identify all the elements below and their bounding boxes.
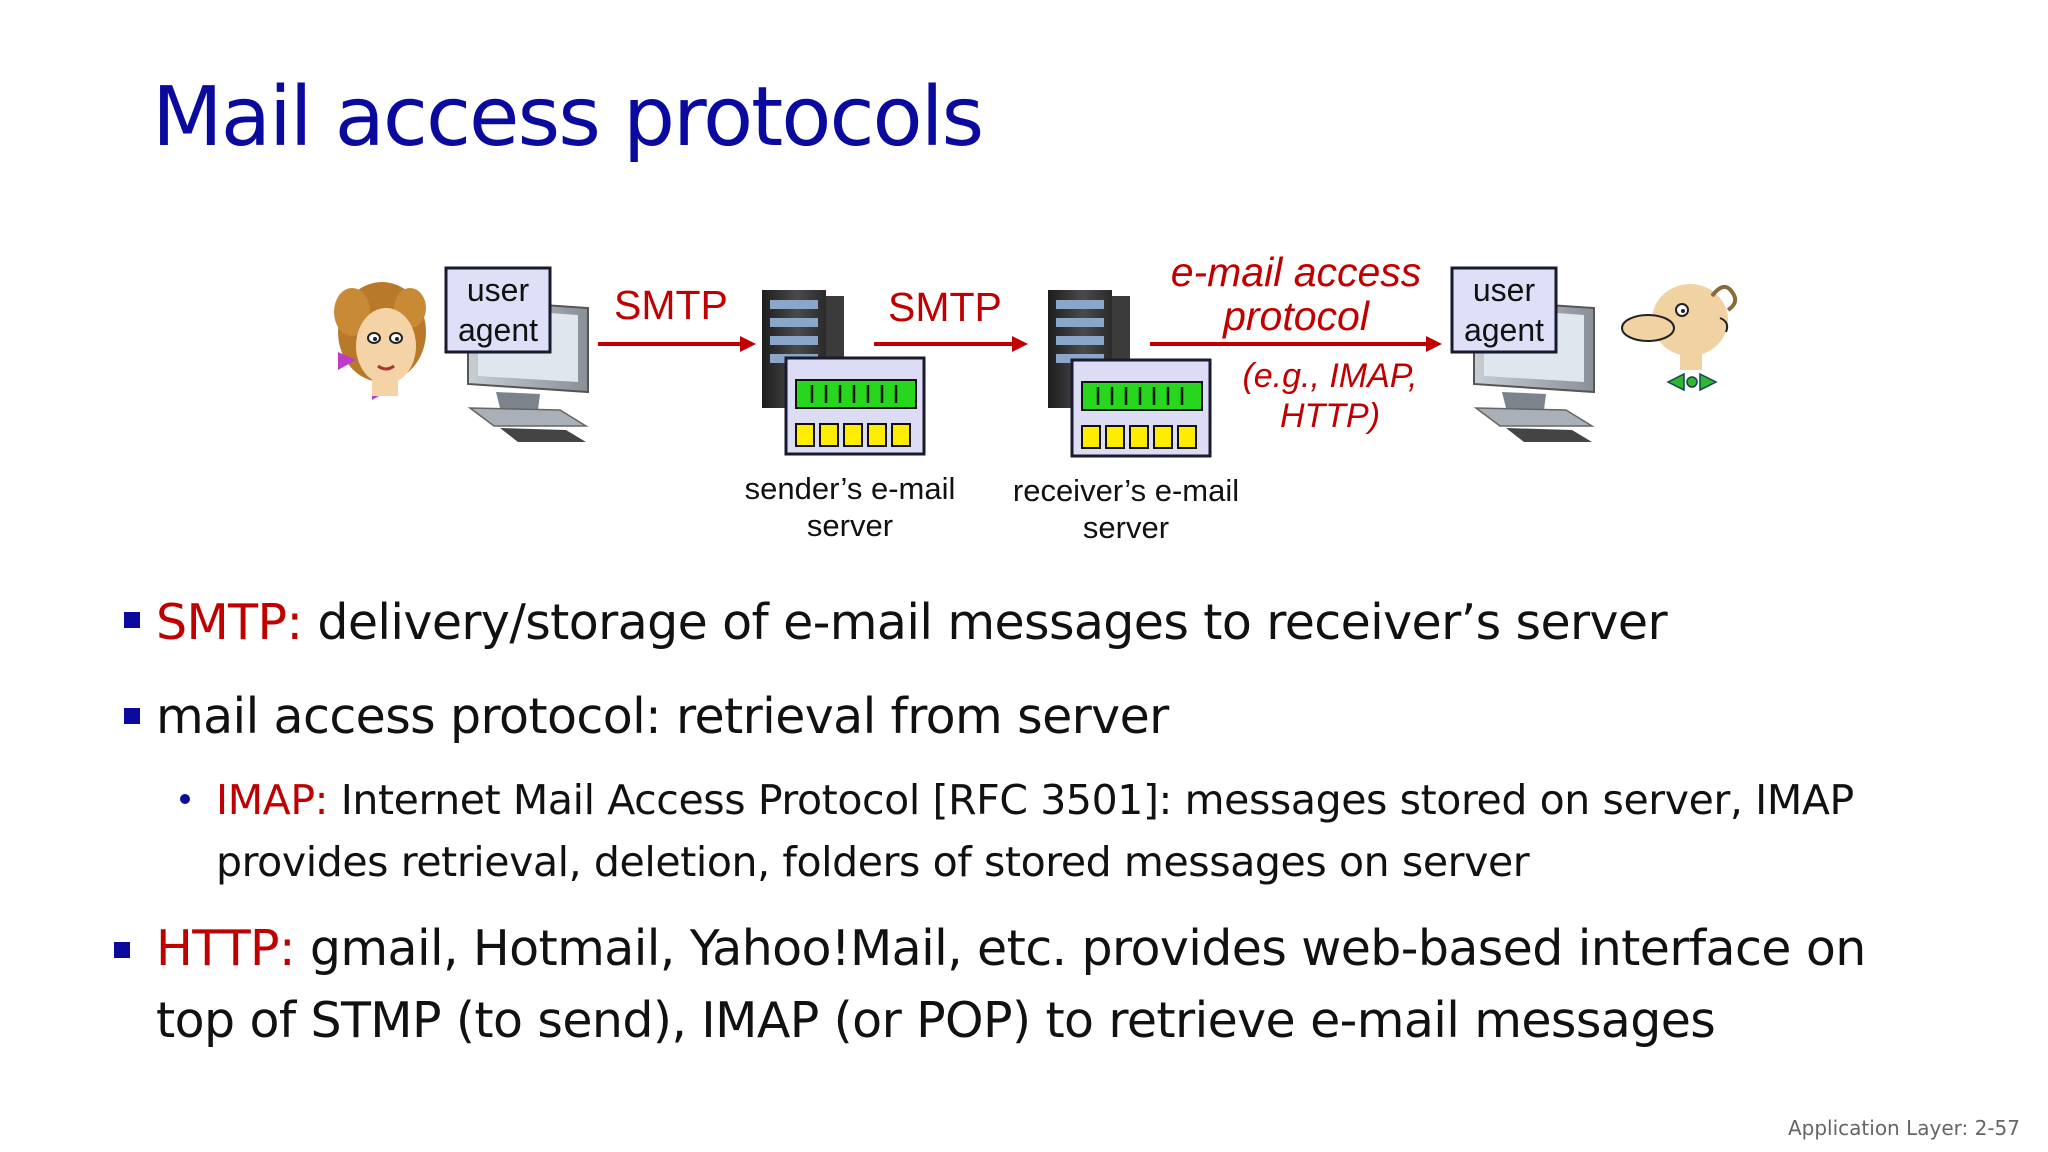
sender-server-icon bbox=[762, 290, 926, 456]
mail-access-diagram: user agent user agent SMTP SMTP e-mail a… bbox=[0, 0, 2048, 560]
right-user-agent-line1: user bbox=[1472, 272, 1536, 308]
bullet-imap-line2: provides retrieval, deletion, folders of… bbox=[216, 838, 1530, 886]
sender-server-line1: sender’s e-mail bbox=[744, 471, 956, 506]
bullet-imap-text1: Internet Mail Access Protocol [RFC 3501]… bbox=[328, 776, 1855, 824]
bullet-http-prefix: HTTP: bbox=[156, 920, 296, 977]
bullet-http-line1: HTTP: gmail, Hotmail, Yahoo!Mail, etc. p… bbox=[156, 920, 1866, 977]
man-user-icon bbox=[1621, 284, 1738, 392]
right-user-agent-line2: agent bbox=[1463, 312, 1545, 348]
receiver-server-line1: receiver’s e-mail bbox=[1012, 473, 1240, 508]
access-protocol-arrow bbox=[1150, 336, 1442, 352]
access-examples-line1: (e.g., IMAP, bbox=[1242, 357, 1418, 395]
smtp-label-1: SMTP bbox=[614, 282, 728, 328]
receiver-server-label: receiver’s e-mail server bbox=[986, 472, 1266, 546]
sender-server-label: sender’s e-mail server bbox=[710, 470, 990, 544]
right-user-agent-label: user agent bbox=[1452, 270, 1556, 350]
smtp-arrow-1 bbox=[598, 336, 756, 352]
sender-server-line2: server bbox=[806, 508, 894, 543]
bullet-imap-line1: IMAP: Internet Mail Access Protocol [RFC… bbox=[216, 776, 1854, 824]
left-user-agent-box bbox=[444, 266, 552, 354]
access-protocol-line1: e-mail access bbox=[1170, 249, 1422, 295]
smtp-label-2: SMTP bbox=[888, 284, 1002, 330]
receiver-server-line2: server bbox=[1082, 510, 1170, 545]
slide-footer: Application Layer: 2-57 bbox=[1787, 1116, 2020, 1140]
bullet-marker-1 bbox=[124, 612, 140, 628]
bullet-mail-access-text: mail access protocol: retrieval from ser… bbox=[156, 688, 1169, 745]
access-examples-label: (e.g., IMAP, HTTP) bbox=[1220, 356, 1440, 436]
bullet-marker-4 bbox=[114, 942, 130, 958]
smtp-arrow-2 bbox=[874, 336, 1028, 352]
bullet-http-text1: gmail, Hotmail, Yahoo!Mail, etc. provide… bbox=[294, 920, 1866, 977]
bullet-smtp: SMTP: delivery/storage of e-mail message… bbox=[156, 594, 1668, 651]
bullet-imap-prefix: IMAP: bbox=[216, 776, 329, 824]
bullet-smtp-prefix: SMTP: bbox=[156, 594, 303, 651]
left-user-agent-line1: user bbox=[466, 272, 530, 308]
bullet-mail-access: mail access protocol: retrieval from ser… bbox=[156, 688, 1169, 745]
left-user-agent-line2: agent bbox=[457, 312, 539, 348]
access-protocol-label: e-mail access protocol bbox=[1146, 250, 1446, 338]
access-examples-line2: HTTP) bbox=[1279, 397, 1381, 435]
slide-title: Mail access protocols bbox=[152, 70, 984, 165]
access-protocol-line2: protocol bbox=[1223, 293, 1369, 339]
diagram-graphics bbox=[334, 266, 1738, 458]
bullet-http-line2: top of STMP (to send), IMAP (or POP) to … bbox=[156, 992, 1716, 1049]
sub-bullet-marker bbox=[180, 794, 190, 804]
bullet-smtp-text: delivery/storage of e-mail messages to r… bbox=[302, 594, 1668, 651]
woman-user-icon bbox=[334, 282, 426, 400]
bullet-marker-2 bbox=[124, 708, 140, 724]
receiver-server-icon bbox=[1048, 290, 1212, 458]
right-user-agent-box bbox=[1450, 266, 1558, 354]
left-user-agent-label: user agent bbox=[446, 270, 550, 350]
